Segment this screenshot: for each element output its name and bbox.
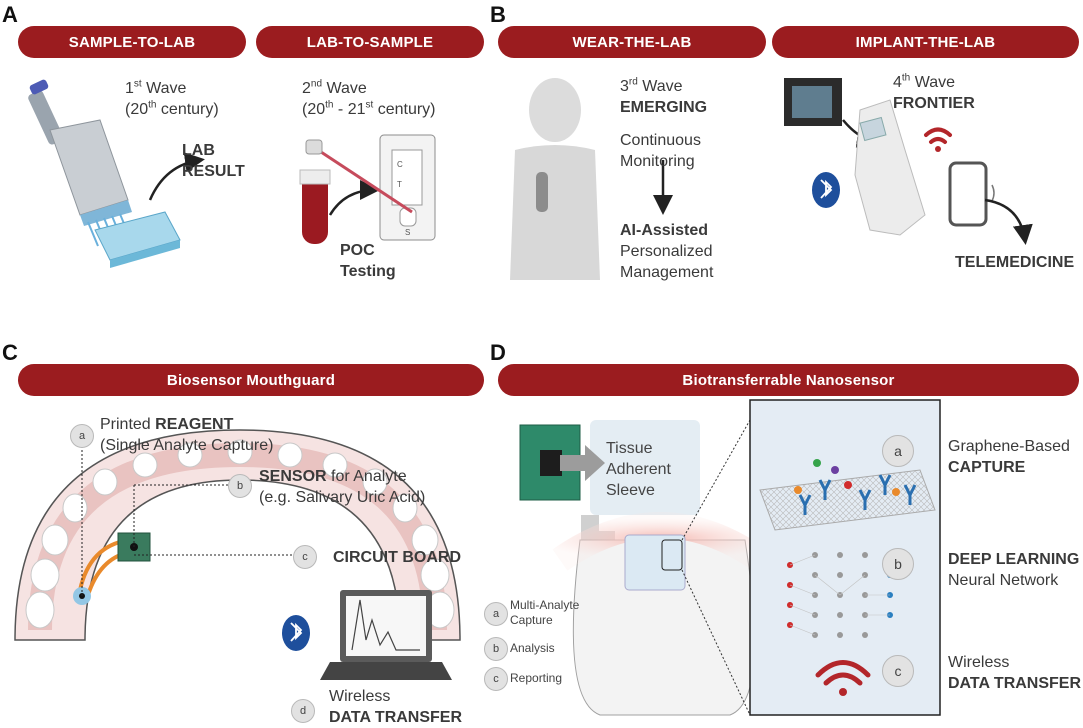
legend-analysis: Analysis: [510, 641, 555, 655]
circuit-board-label: CIRCUIT BOARD: [333, 549, 461, 566]
nanosensor-illustration: [519, 399, 941, 716]
wave3-label: 3rd Wave EMERGING: [620, 76, 708, 116]
mouthguard-badge-b: b: [228, 474, 252, 498]
banner-biosensor-mouthguard: Biosensor Mouthguard: [18, 364, 484, 396]
person-silhouette: [510, 78, 673, 280]
legend-badge-c: c: [484, 667, 508, 691]
poc-test-illustration: [299, 134, 436, 244]
mouthguard-badge-a: a: [70, 424, 94, 448]
pipette-illustration: [28, 79, 205, 268]
legend-badge-a: a: [484, 602, 508, 626]
printed-reagent-label: Printed REAGENT (Single Analyte Capture): [100, 416, 274, 454]
implant-illustration: [784, 78, 1033, 245]
panel-letter-b: B: [490, 2, 506, 27]
banner-biotransferrable-nanosensor: Biotransferrable Nanosensor: [498, 364, 1079, 396]
strip-t: T: [397, 180, 402, 189]
mouthguard-badge-c: c: [293, 545, 317, 569]
wave4-label: 4th Wave FRONTIER: [893, 72, 975, 112]
mouthguard-badge-d: d: [291, 699, 315, 723]
sensor-label: SENSOR for Analyte (e.g. Salivary Uric A…: [259, 468, 426, 506]
wave2-label: 2nd Wave (20th - 21st century): [302, 78, 436, 118]
telemedicine-label: TELEMEDICINE: [955, 254, 1075, 271]
capture-badge-a: a: [882, 435, 914, 467]
banner-lab-to-sample: LAB-TO-SAMPLE: [256, 26, 484, 58]
strip-s: S: [405, 228, 411, 237]
panel-letter-a: A: [2, 2, 18, 27]
banner-wear-the-lab: WEAR-THE-LAB: [498, 26, 766, 58]
strip-c: C: [397, 160, 403, 169]
legend-reporting: Reporting: [510, 671, 563, 685]
panel-letter-d: D: [490, 340, 506, 365]
mouthguard-illustration: [14, 429, 461, 641]
legend-badge-b: b: [484, 637, 508, 661]
laptop-bluetooth: [282, 590, 452, 680]
banner-sample-to-lab: SAMPLE-TO-LAB: [18, 26, 246, 58]
banner-implant-the-lab: IMPLANT-THE-LAB: [772, 26, 1079, 58]
wave1-label: 1st Wave (20th century): [125, 78, 219, 118]
panel-letter-c: C: [2, 340, 18, 365]
transfer-badge-c: c: [882, 655, 914, 687]
learning-badge-b: b: [882, 548, 914, 580]
